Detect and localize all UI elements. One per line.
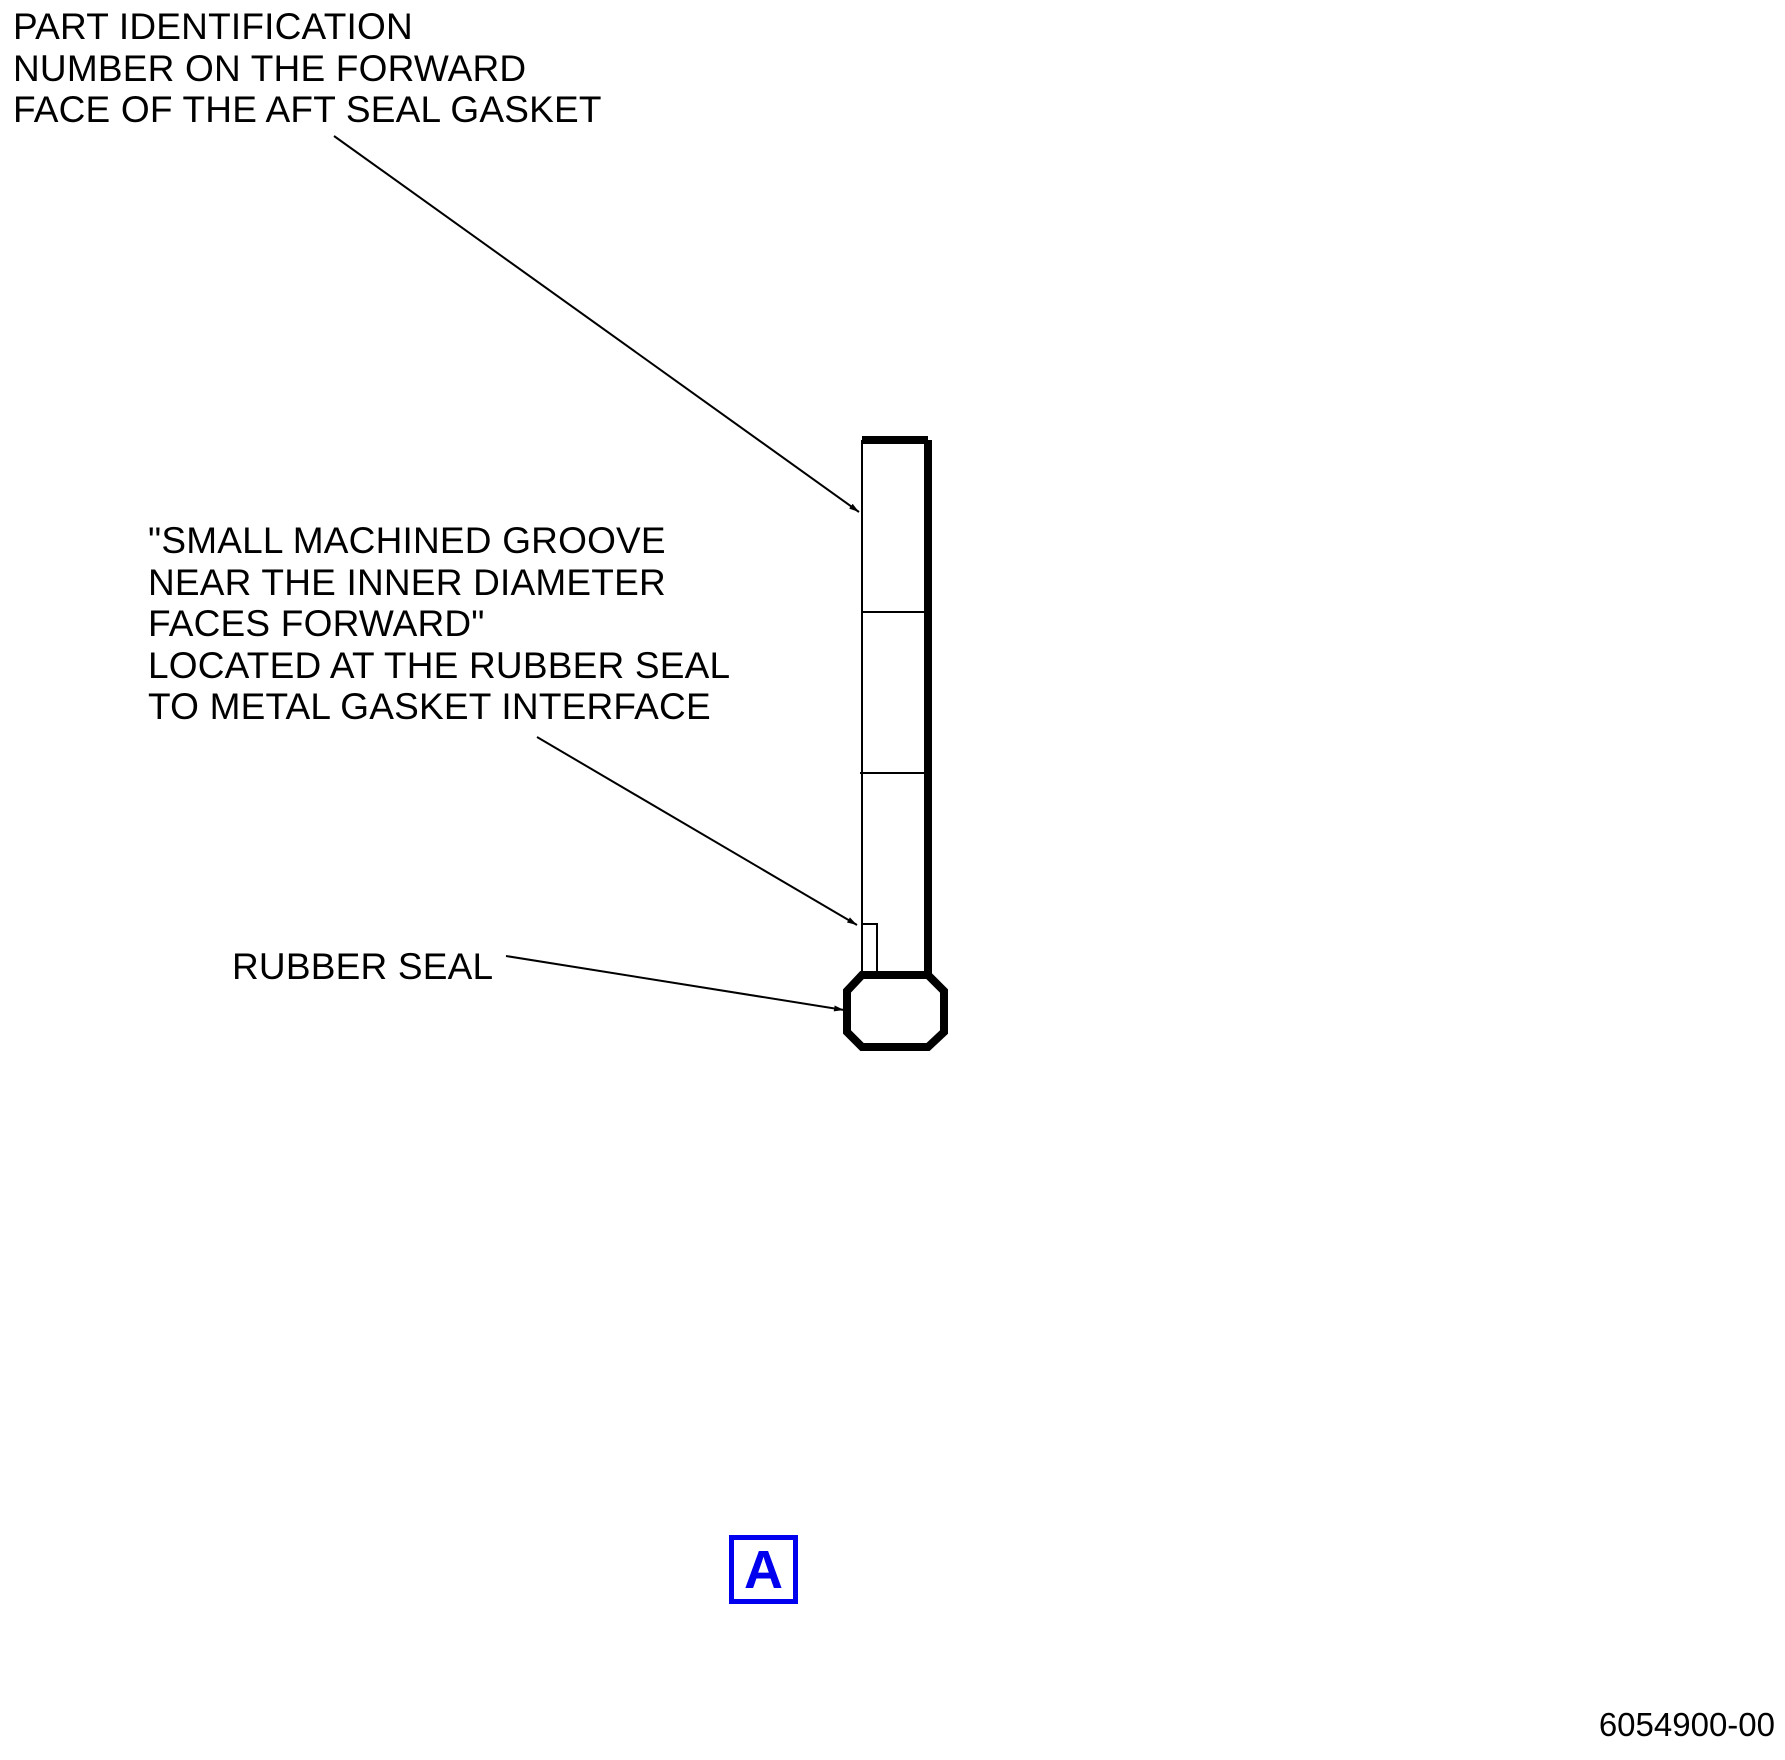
callout-rubber-seal: RUBBER SEAL <box>232 946 493 988</box>
callout-line: TO METAL GASKET INTERFACE <box>148 686 711 727</box>
machined-groove <box>862 923 924 973</box>
sheet-flag-a[interactable]: A <box>729 1535 798 1604</box>
gasket-section <box>860 436 932 978</box>
callout-line: NEAR THE INNER DIAMETER <box>148 561 666 603</box>
leader-groove <box>536 736 858 926</box>
rubber-seal-section <box>843 971 948 1051</box>
leader-part-id <box>333 135 860 513</box>
callout-line: FACE OF THE AFT SEAL GASKET <box>13 89 602 130</box>
callout-line: FACES FORWARD" <box>148 603 485 644</box>
callout-line: RUBBER SEAL <box>232 946 494 987</box>
callout-machined-groove: "SMALL MACHINED GROOVE NEAR THE INNER DI… <box>148 520 730 728</box>
callout-line: "SMALL MACHINED GROOVE <box>148 520 666 561</box>
callout-line: PART IDENTIFICATION <box>13 6 413 47</box>
callout-line: NUMBER ON THE FORWARD <box>13 47 527 89</box>
callout-part-identification: PART IDENTIFICATION NUMBER ON THE FORWAR… <box>13 6 602 131</box>
leader-rubber-seal <box>505 955 845 1012</box>
drawing-number: 6054900-00 <box>1598 1706 1775 1743</box>
callout-line: LOCATED AT THE RUBBER SEAL <box>148 644 731 686</box>
